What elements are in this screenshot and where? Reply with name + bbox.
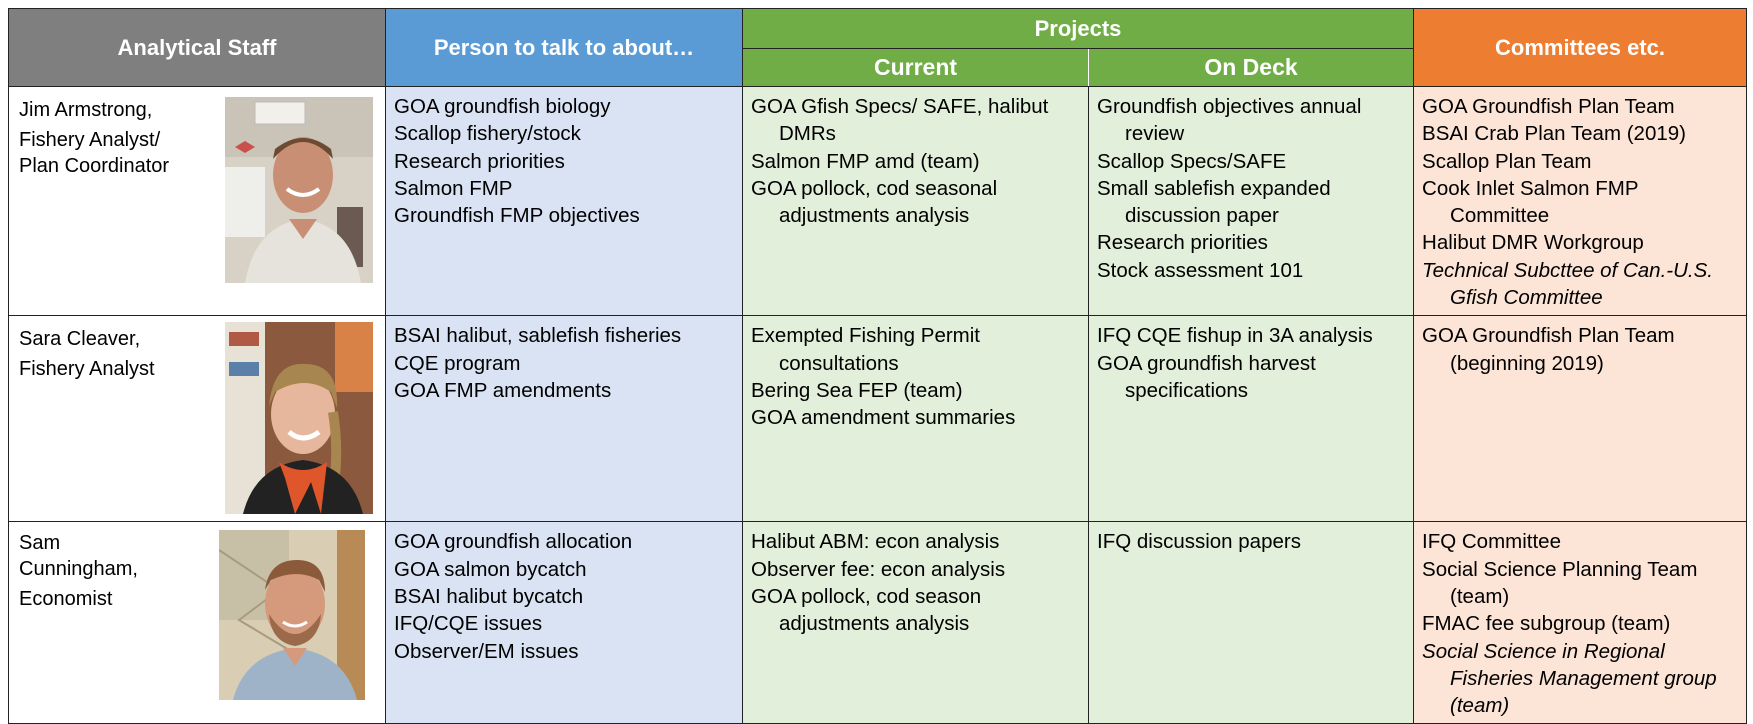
staff-photo — [219, 530, 365, 701]
current-projects-cell: GOA Gfish Specs/ SAFE, halibut DMRs Salm… — [742, 85, 1089, 317]
staff-name-title: Jim Armstrong, Fishery Analyst/ Plan Coo… — [19, 95, 209, 177]
committee-item: Social Science Planning Team (team) — [1422, 557, 1698, 608]
committee-item: Social Science in Regional Fisheries Man… — [1422, 639, 1717, 718]
project-item: Stock assessment 101 — [1097, 258, 1304, 282]
committee-item: GOA Groundfish Plan Team (beginning 2019… — [1422, 324, 1675, 375]
project-item: Small sablefish expanded discussion pape… — [1097, 176, 1331, 228]
staff-cell: Sam Cunningham, Economist — [8, 521, 386, 724]
committee-item: GOA Groundfish Plan Team — [1422, 95, 1675, 118]
committees-cell: IFQ Committee Social Science Planning Te… — [1413, 521, 1748, 724]
project-item: Scallop Specs/SAFE — [1097, 149, 1287, 173]
project-item: IFQ discussion papers — [1097, 530, 1301, 554]
project-item: GOA pollock, cod seasonal adjustments an… — [751, 176, 998, 228]
table-row: Jim Armstrong, Fishery Analyst/ Plan Coo… — [8, 85, 1748, 317]
staff-line: Sam — [19, 532, 61, 555]
topic-item: IFQ/CQE issues — [394, 612, 543, 636]
staff-photo — [225, 97, 373, 283]
staff-name-title: Sam Cunningham, Economist — [19, 530, 209, 612]
project-item: Bering Sea FEP (team) — [751, 378, 963, 402]
topic-item: GOA groundfish biology — [394, 95, 611, 118]
project-item: Halibut ABM: econ analysis — [751, 530, 1000, 554]
header-person-to-talk-to: Person to talk to about… — [385, 8, 743, 87]
staff-line: Economist — [19, 588, 113, 611]
on-deck-projects-cell: IFQ CQE fishup in 3A analysis GOA ground… — [1087, 315, 1415, 523]
committee-item: Technical Subcttee of Can.-U.S. Gfish Co… — [1422, 258, 1713, 310]
committees-cell: GOA Groundfish Plan Team (beginning 2019… — [1413, 315, 1748, 523]
committee-item: FMAC fee subgroup (team) — [1422, 612, 1671, 636]
topic-item: GOA FMP amendments — [394, 378, 612, 402]
header-projects: Projects — [741, 8, 1415, 49]
topic-item: BSAI halibut bycatch — [394, 584, 584, 608]
staff-cell: Jim Armstrong, Fishery Analyst/ Plan Coo… — [8, 85, 386, 317]
person-cell: BSAI halibut, sablefish fisheries CQE pr… — [385, 315, 743, 523]
person-cell: GOA groundfish biology Scallop fishery/s… — [385, 85, 743, 317]
topic-item: CQE program — [394, 351, 521, 375]
project-item: Groundfish objectives annual review — [1097, 95, 1362, 146]
on-deck-projects-cell: Groundfish objectives annual review Scal… — [1087, 85, 1415, 317]
project-item: Exempted Fishing Permit consultations — [751, 324, 981, 375]
project-item: GOA pollock, cod season adjustments anal… — [751, 584, 982, 636]
committee-item: Halibut DMR Workgroup — [1422, 231, 1644, 255]
committee-item: Scallop Plan Team — [1422, 149, 1592, 173]
committee-item: Cook Inlet Salmon FMP Committee — [1422, 176, 1639, 228]
project-item: Observer fee: econ analysis — [751, 557, 1006, 581]
current-projects-cell: Halibut ABM: econ analysis Observer fee:… — [742, 521, 1089, 724]
staff-table: Analytical Staff Person to talk to about… — [8, 8, 1748, 724]
staff-line: Fishery Analyst/ — [19, 129, 161, 151]
person-cell: GOA groundfish allocation GOA salmon byc… — [385, 521, 743, 724]
topic-item: GOA salmon bycatch — [394, 557, 587, 581]
on-deck-projects-cell: IFQ discussion papers — [1087, 521, 1415, 724]
committee-item: IFQ Committee — [1422, 530, 1561, 554]
topic-item: GOA groundfish allocation — [394, 530, 633, 554]
project-item: GOA groundfish harvest specifications — [1097, 351, 1316, 402]
header-current: Current — [742, 48, 1089, 87]
current-projects-cell: Exempted Fishing Permit consultations Be… — [742, 315, 1089, 523]
header-analytical-staff: Analytical Staff — [8, 8, 386, 87]
topic-item: Groundfish FMP objectives — [394, 204, 640, 228]
staff-photo — [225, 322, 373, 515]
staff-line: Jim Armstrong, — [19, 99, 153, 121]
staff-line: Fishery Analyst — [19, 358, 155, 381]
table-row: Sam Cunningham, Economist — [8, 521, 1748, 724]
header-on-deck: On Deck — [1087, 48, 1415, 87]
header-committees: Committees etc. — [1413, 8, 1748, 87]
project-item: GOA amendment summaries — [751, 406, 1016, 430]
committees-cell: GOA Groundfish Plan Team BSAI Crab Plan … — [1413, 85, 1748, 317]
topic-item: Observer/EM issues — [394, 639, 579, 663]
topic-item: BSAI halibut, sablefish fisheries — [394, 324, 682, 348]
topic-item: Salmon FMP — [394, 176, 513, 200]
project-item: Research priorities — [1097, 231, 1268, 255]
table-row: Sara Cleaver, Fishery Analyst — [8, 315, 1748, 523]
staff-line: Cunningham, — [19, 558, 138, 581]
topic-item: Research priorities — [394, 149, 565, 173]
staff-line: Sara Cleaver, — [19, 328, 141, 351]
project-item: IFQ CQE fishup in 3A analysis — [1097, 324, 1373, 348]
project-item: Salmon FMP amd (team) — [751, 149, 980, 173]
committee-item: BSAI Crab Plan Team (2019) — [1422, 122, 1686, 146]
staff-name-title: Sara Cleaver, Fishery Analyst — [19, 324, 209, 384]
staff-cell: Sara Cleaver, Fishery Analyst — [8, 315, 386, 523]
project-item: GOA Gfish Specs/ SAFE, halibut DMRs — [751, 95, 1049, 146]
staff-line: Plan Coordinator — [19, 155, 170, 177]
topic-item: Scallop fishery/stock — [394, 122, 581, 146]
